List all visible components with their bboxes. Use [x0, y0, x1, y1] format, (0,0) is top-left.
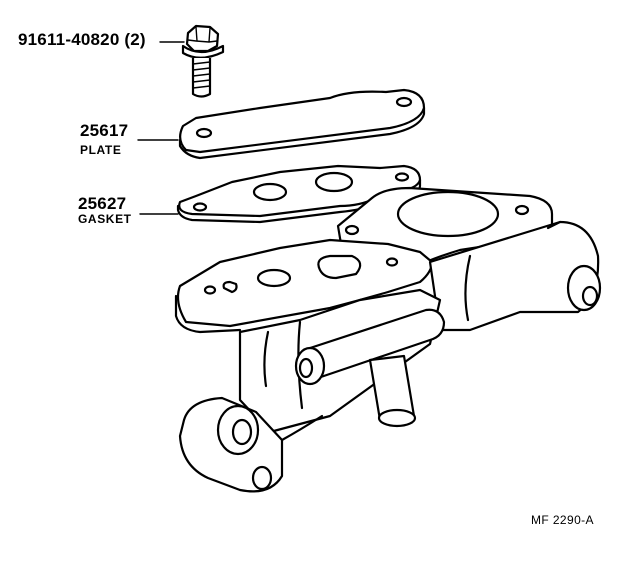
- drawing-code: MF 2290-A: [531, 513, 594, 527]
- gasket-part: [176, 164, 422, 224]
- callout-gasket-part-number: 25627: [78, 194, 127, 213]
- manifold-body: [174, 186, 602, 493]
- callout-plate-part-number: 25617: [80, 121, 129, 140]
- callout-bolt-part-number: 91611-40820 (2): [18, 30, 146, 49]
- bolt-part: [181, 24, 225, 98]
- callout-plate-name: PLATE: [80, 143, 122, 157]
- plate-part: [178, 88, 426, 160]
- callout-gasket-name: GASKET: [78, 212, 132, 226]
